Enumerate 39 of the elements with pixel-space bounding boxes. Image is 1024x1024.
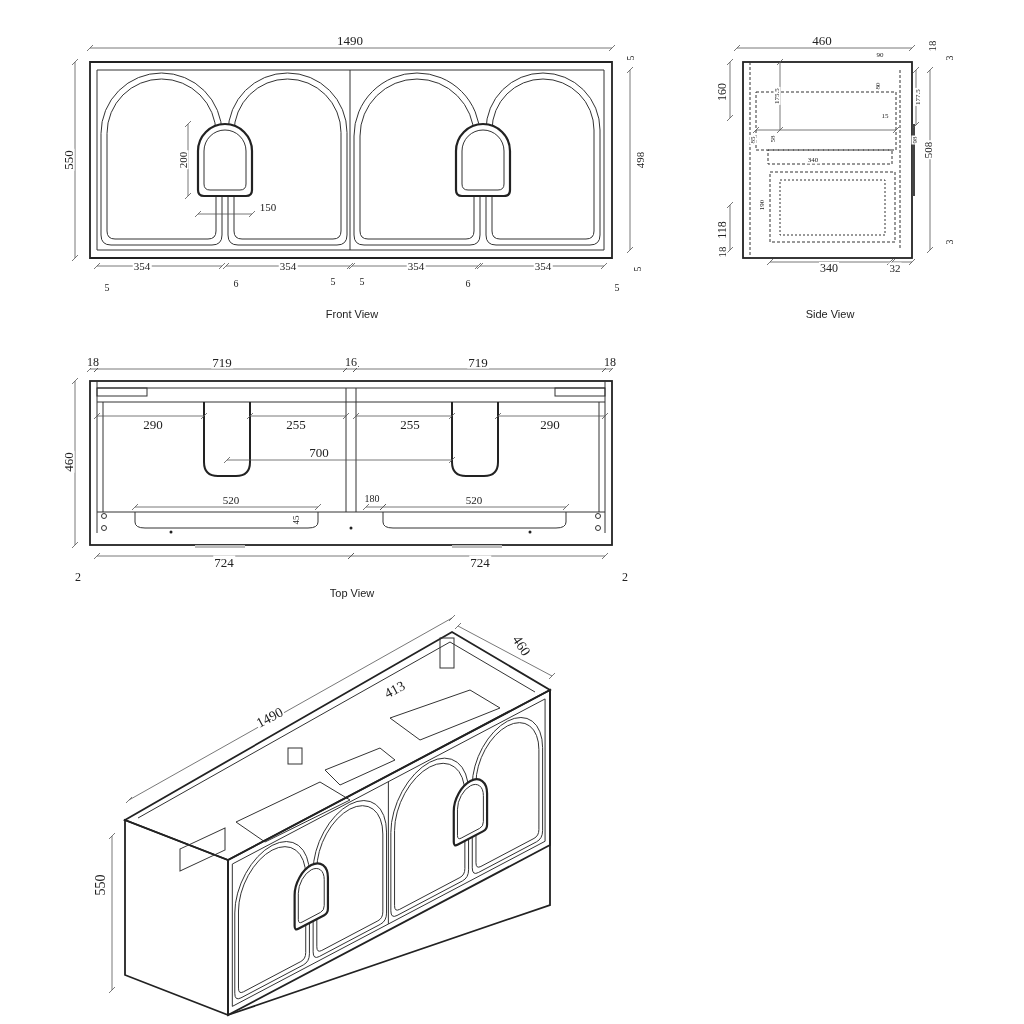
dimension-label: 2 <box>621 571 629 583</box>
dimension-label: 160 <box>716 82 728 102</box>
dimension-label: 6 <box>464 279 472 289</box>
dimension-label: 2 <box>74 571 82 583</box>
dimension-label: 724 <box>469 555 491 569</box>
view-caption: Top View <box>328 587 376 599</box>
dimension-label: 5 <box>358 277 366 287</box>
dimension-label: 550 <box>94 873 108 897</box>
dimension-label: 118 <box>716 220 728 240</box>
dimension-label: 18 <box>926 39 938 53</box>
dimension-label: 354 <box>132 260 152 272</box>
dimension-label: 354 <box>278 260 298 272</box>
dimension-label: 18 <box>86 356 100 368</box>
dimension-label: 150 <box>258 201 278 213</box>
dimension-label: 6 <box>232 279 240 289</box>
dimension-label: 32 <box>888 262 902 274</box>
dimension-label: 3 <box>945 54 955 62</box>
dimension-label: 18 <box>603 356 617 368</box>
dimension-label: 520 <box>221 494 241 506</box>
dimension-label: 340 <box>819 262 839 274</box>
dimension-label: 354 <box>533 260 553 272</box>
dimension-label: 16 <box>344 356 358 368</box>
dimension-label: 5 <box>329 277 337 287</box>
dimension-label: 200 <box>177 150 189 170</box>
dimension-label: 18 <box>716 245 728 259</box>
view-caption: Side View <box>804 308 856 320</box>
dimension-label: 5 <box>633 265 643 273</box>
dimension-label: 45 <box>291 514 301 526</box>
view-caption: Front View <box>324 308 380 320</box>
dimension-label: 5 <box>103 283 111 293</box>
dimension-label: 5 <box>626 54 636 62</box>
dimension-label: 5 <box>613 283 621 293</box>
dimension-label: 520 <box>464 494 484 506</box>
dimension-label: 354 <box>406 260 426 272</box>
dimension-label: 724 <box>213 555 235 569</box>
dimension-label: 3 <box>945 238 955 246</box>
dimension-label: 498 <box>634 150 646 170</box>
dimension-label: 508 <box>922 140 934 160</box>
dimension-label: 180 <box>363 494 381 504</box>
